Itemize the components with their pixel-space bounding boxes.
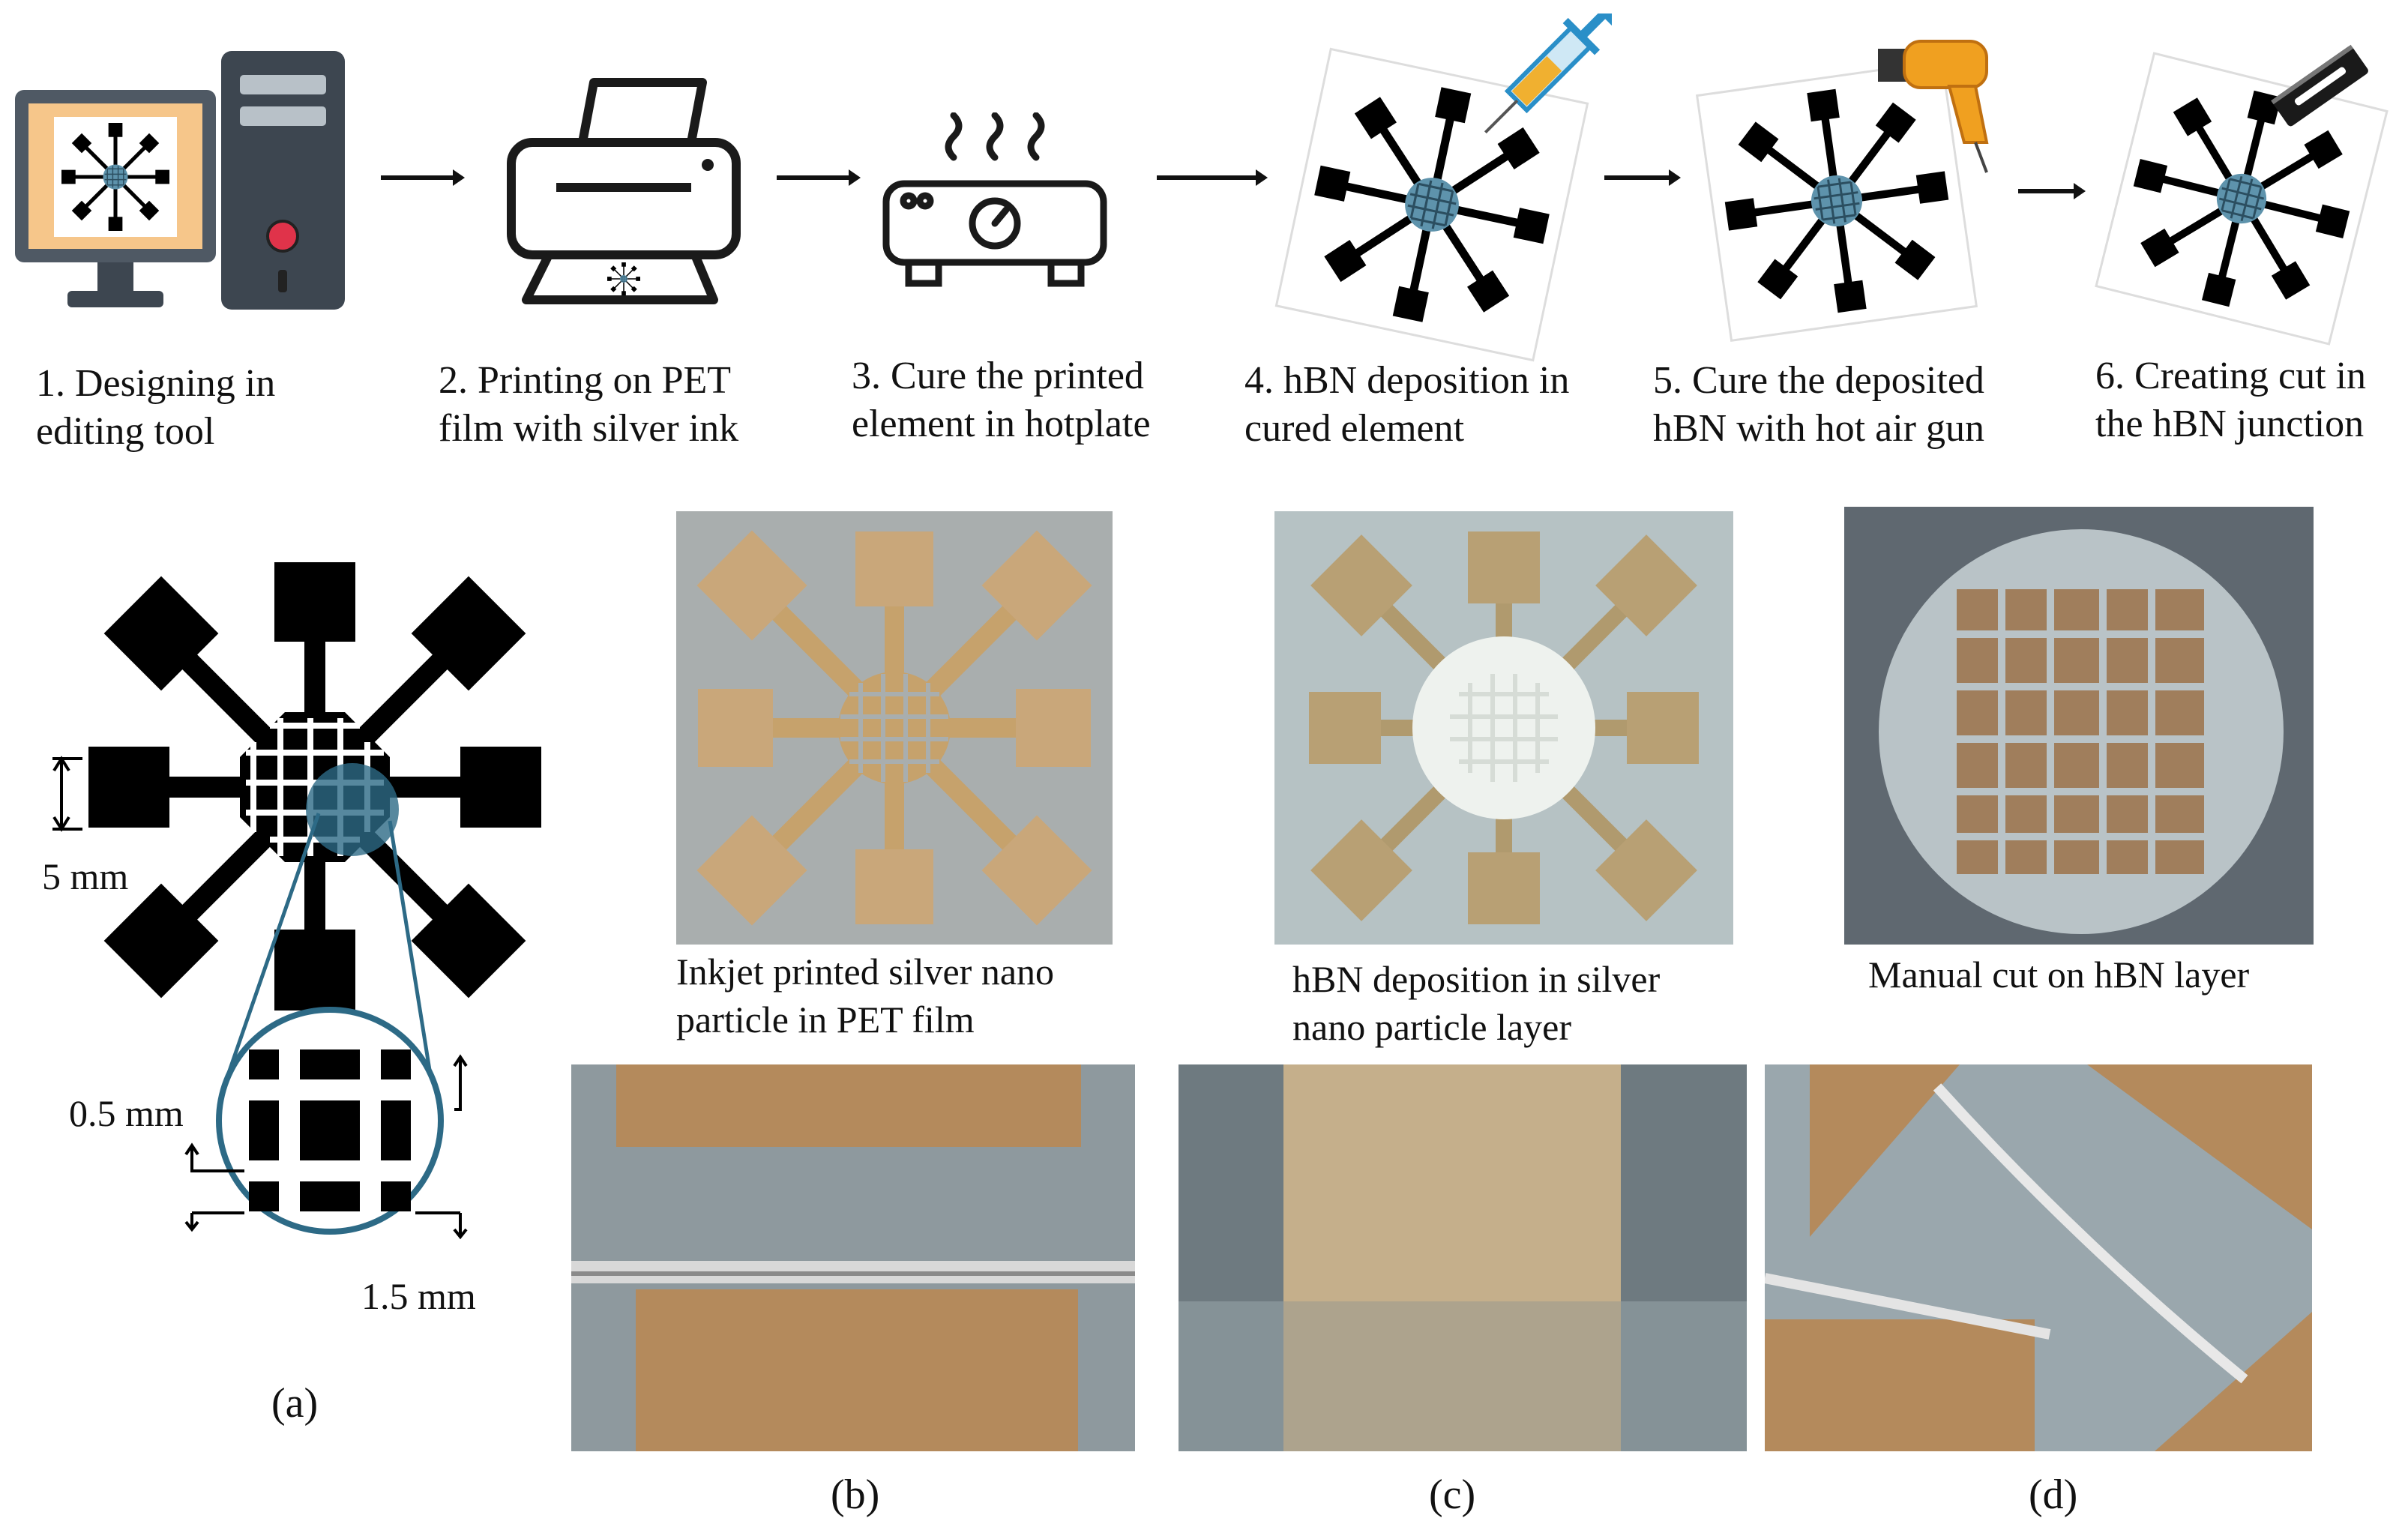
panel-b-caption: Inkjet printed silver nano particle in P… (676, 951, 1055, 1040)
heat-gun-icon (1695, 40, 1989, 343)
step-5-label: 5. Cure the deposited hBN with hot air g… (1653, 359, 1984, 450)
panel-c-letter: (c) (1429, 1472, 1476, 1518)
arrow-right-icon (777, 169, 861, 186)
arrow-right-icon (381, 169, 465, 186)
step-1-label: 1. Designing in editing tool (36, 362, 276, 453)
arrow-right-icon (2018, 183, 2086, 199)
razor-blade-icon (2095, 44, 2389, 346)
step-3-label: 3. Cure the printed element in hotplate (852, 355, 1151, 445)
panel-d-letter: (d) (2029, 1472, 2078, 1518)
photo-cut-detail (1765, 1064, 2312, 1451)
panel-d-caption: Manual cut on hBN layer (1868, 954, 2250, 996)
electrode-schematic (52, 562, 541, 1240)
step-2-label: 2. Printing on PET film with silver ink (439, 359, 739, 450)
arrow-right-icon (1604, 169, 1681, 186)
dimension-gap-label: 0.5 mm (69, 1092, 184, 1134)
step-4-label: 4. hBN deposition in cured element (1244, 359, 1570, 450)
photo-hbn-deposition (1274, 511, 1733, 945)
photo-hbn-detail (1179, 1064, 1747, 1451)
panel-a-letter: (a) (271, 1380, 319, 1427)
hotplate-icon (882, 112, 1107, 287)
arrow-right-icon (1157, 169, 1268, 186)
syringe-icon (1274, 13, 1612, 362)
step-6-label: 6. Creating cut in the hBN junction (2095, 355, 2367, 445)
panel-c-caption: hBN deposition in silver nano particle l… (1292, 958, 1661, 1048)
dimension-pad-label: 5 mm (42, 855, 129, 897)
computer-icon (15, 51, 345, 310)
dimension-cell-label: 1.5 mm (361, 1275, 476, 1317)
panel-b-letter: (b) (831, 1472, 880, 1518)
printer-icon (507, 78, 741, 304)
photo-printed-electrode (676, 511, 1113, 945)
photo-printed-detail (571, 1064, 1135, 1451)
photo-manual-cut (1844, 507, 2314, 945)
